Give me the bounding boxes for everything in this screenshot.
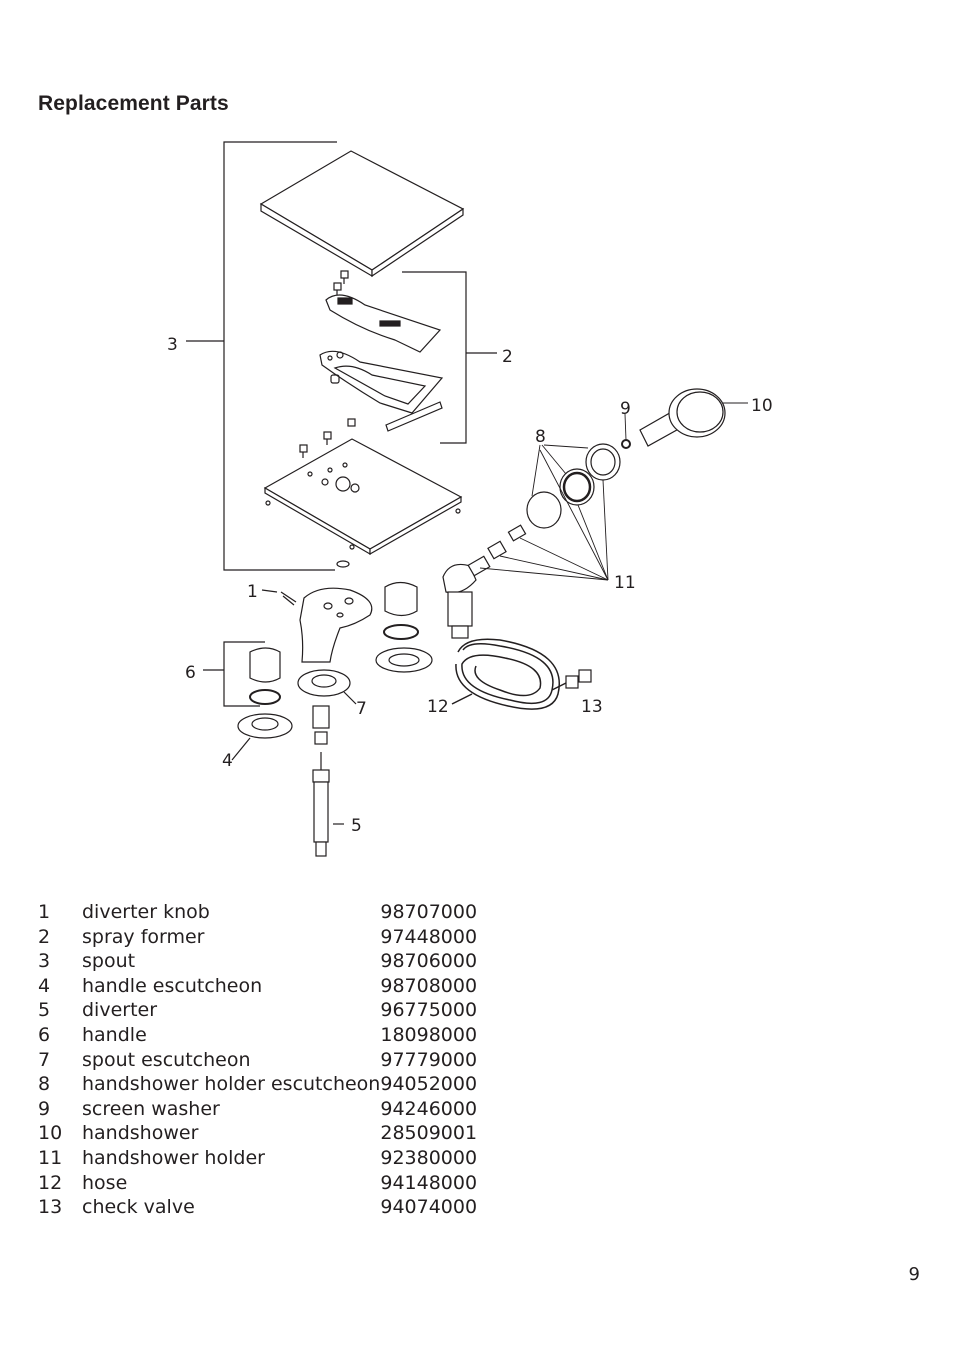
part-name: diverter — [82, 999, 158, 1022]
part-order-number: 98707000 — [380, 901, 478, 923]
parts-row: 12 hose 94148000 — [38, 1171, 477, 1196]
parts-row: 6 handle 18098000 — [38, 1023, 477, 1048]
part-number-index: 13 — [38, 1196, 63, 1219]
part-number-index: 5 — [38, 999, 51, 1022]
part-order-number: 94074000 — [380, 1196, 478, 1219]
spout-bracket — [186, 141, 337, 571]
part-name: handshower holder — [82, 1146, 265, 1169]
callout-10: 10 — [751, 396, 773, 416]
callout-2: 2 — [502, 347, 513, 367]
spray-former-part — [319, 294, 444, 432]
part-number-index: 9 — [38, 1097, 51, 1120]
part-order-number: 94052000 — [380, 1073, 478, 1096]
part-order-number: 96775000 — [380, 999, 478, 1022]
part-name: handle escutcheon — [82, 974, 263, 997]
part-number-index: 1 — [38, 901, 51, 923]
part-name: handle — [82, 1023, 147, 1046]
parts-row: 9 screen washer 94246000 — [38, 1097, 477, 1122]
parts-row: 3 spout 98706000 — [38, 949, 477, 974]
page-number: 9 — [908, 1264, 920, 1285]
part-number-index: 10 — [38, 1122, 63, 1145]
spray-former-bracket — [402, 271, 497, 444]
parts-row: 1 diverter knob 98707000 — [38, 900, 477, 925]
part-number-index: 8 — [38, 1073, 51, 1096]
holder-assembly-part — [442, 524, 527, 639]
part-number-index: 2 — [38, 925, 51, 948]
part-order-number: 97448000 — [380, 925, 478, 948]
part-order-number: 94246000 — [380, 1097, 478, 1120]
hose-part — [451, 638, 569, 710]
callout-1: 1 — [247, 582, 258, 602]
part-name: check valve — [82, 1196, 195, 1219]
callout-12: 12 — [427, 697, 449, 717]
callout-5: 5 — [351, 816, 362, 836]
part-name: spout — [82, 950, 136, 973]
part-number-index: 6 — [38, 1023, 51, 1046]
part-order-number: 98708000 — [380, 974, 478, 997]
callout-11: 11 — [614, 573, 636, 593]
spout-plate-part — [259, 150, 465, 278]
callout-9: 9 — [620, 399, 631, 419]
part-name: diverter knob — [82, 901, 210, 923]
handle-part — [203, 641, 293, 761]
part-name: hose — [82, 1171, 128, 1194]
diverter-part — [312, 705, 344, 857]
parts-list: 1 diverter knob 98707000 2 spray former 97448… — [38, 900, 477, 1220]
part-name: screen washer — [82, 1097, 220, 1120]
part-number-index: 7 — [38, 1048, 51, 1071]
part-number-index: 3 — [38, 950, 51, 973]
holder-escutcheon-parts — [526, 443, 621, 529]
part-order-number: 98706000 — [380, 950, 478, 973]
spout-escutcheon-part — [297, 669, 357, 705]
callout-13: 13 — [581, 697, 603, 717]
callout-8: 8 — [535, 427, 546, 447]
part-order-number: 18098000 — [380, 1023, 478, 1046]
callout-6: 6 — [185, 663, 196, 683]
callout-7: 7 — [356, 699, 367, 719]
spout-body-part — [299, 587, 373, 663]
parts-row: 4 handle escutcheon 98708000 — [38, 974, 477, 999]
part-number-index: 4 — [38, 974, 51, 997]
part-name: handshower — [82, 1122, 199, 1145]
check-valve-part — [565, 669, 592, 689]
callout-4: 4 — [222, 751, 233, 771]
part-name: spout escutcheon — [82, 1048, 251, 1071]
part-number-index: 11 — [38, 1146, 63, 1169]
base-plate-part — [263, 438, 463, 568]
part-order-number: 94148000 — [380, 1171, 478, 1194]
part-order-number: 97779000 — [380, 1048, 478, 1071]
callout-leader-lines — [479, 402, 748, 581]
parts-row: 10 handshower 28509001 — [38, 1121, 477, 1146]
part-name: spray former — [82, 925, 205, 948]
handshower-part — [621, 388, 726, 449]
diverter-knob-part — [261, 589, 297, 606]
part-number-index: 12 — [38, 1171, 63, 1194]
parts-row: 5 diverter 96775000 — [38, 998, 477, 1023]
parts-row: 2 spray former 97448000 — [38, 925, 477, 950]
handle-cap-part — [375, 581, 433, 673]
parts-row: 7 spout escutcheon 97779000 — [38, 1048, 477, 1073]
part-name: handshower holder escutcheon — [82, 1073, 381, 1096]
callout-3: 3 — [167, 335, 178, 355]
page-title: Replacement Parts — [38, 92, 229, 115]
parts-row: 13 check valve 94074000 — [38, 1195, 477, 1220]
part-order-number: 92380000 — [380, 1146, 478, 1169]
parts-row: 11 handshower holder 92380000 — [38, 1146, 477, 1171]
part-order-number: 28509001 — [380, 1122, 478, 1145]
